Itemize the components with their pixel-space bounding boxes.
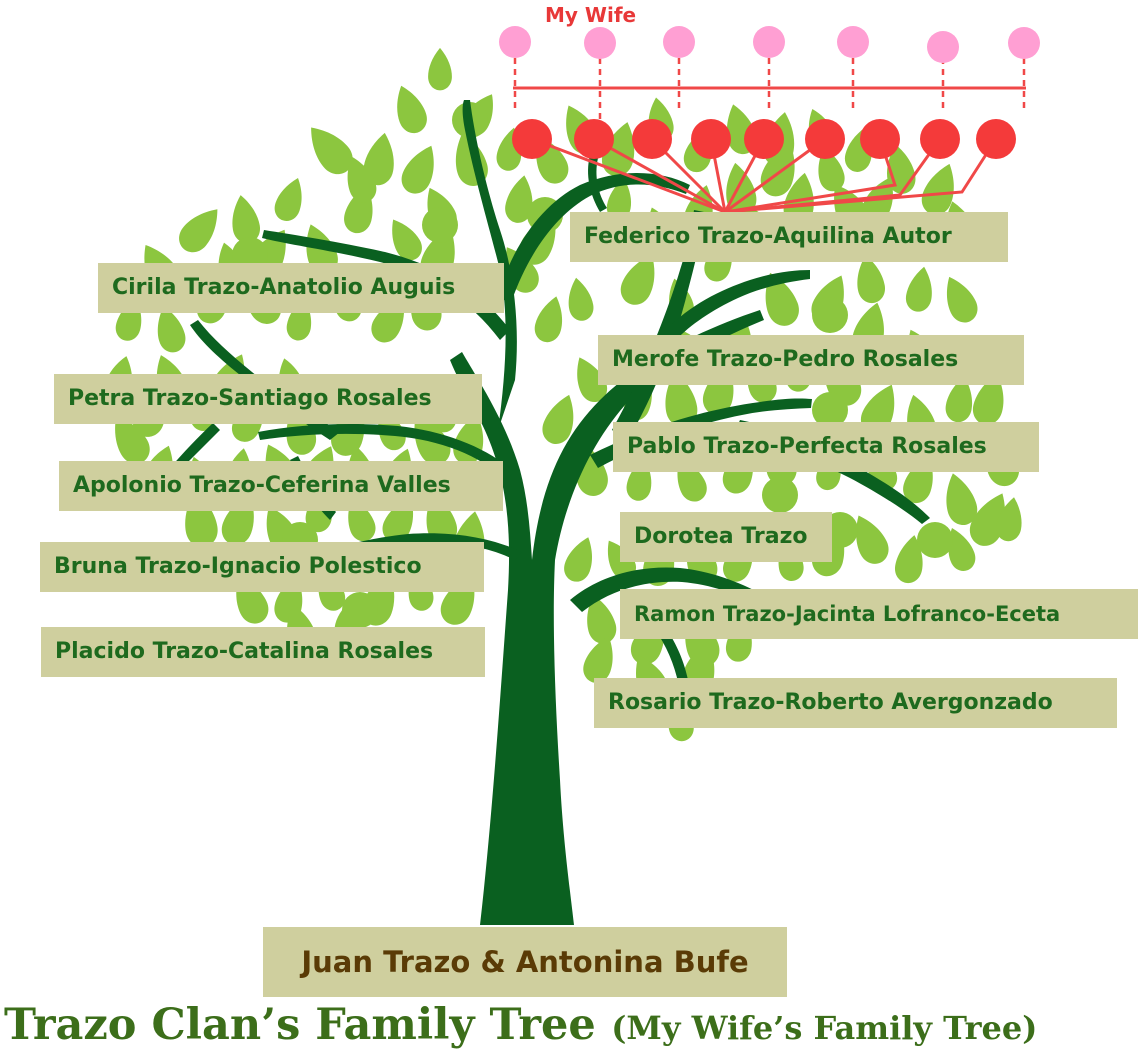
grandchild-nodes <box>512 119 1016 159</box>
child-label-petra: Petra Trazo-Santiago Rosales <box>54 374 482 424</box>
leaf <box>397 85 427 134</box>
page-title: Trazo Clan’s Family Tree (My Wife’s Fami… <box>4 996 1138 1054</box>
in-law-nodes <box>499 26 1040 63</box>
leaf <box>948 528 976 571</box>
branch <box>258 424 514 480</box>
child-label-federico: Federico Trazo-Aquilina Autor <box>570 212 1008 262</box>
branch <box>302 533 522 568</box>
child-label-cirila: Cirila Trazo-Anatolio Auguis <box>98 263 504 313</box>
leaf <box>946 276 978 323</box>
branch <box>590 398 812 468</box>
grandchild-node <box>744 119 784 159</box>
grandchild-node <box>574 119 614 159</box>
leaf <box>311 127 353 175</box>
leaf <box>894 535 923 584</box>
leaf <box>363 132 394 186</box>
leaf <box>665 371 698 427</box>
apple <box>812 392 848 428</box>
leaf <box>765 272 799 326</box>
leaf <box>505 175 533 223</box>
leaf <box>905 266 932 312</box>
leaf <box>602 122 635 177</box>
branch <box>570 567 790 620</box>
trunk <box>450 310 764 925</box>
grandchild-node <box>860 119 900 159</box>
grandchild-node <box>805 119 845 159</box>
grandchild-node <box>691 119 731 159</box>
apple <box>812 297 848 333</box>
leaf <box>392 219 422 261</box>
leaf <box>620 254 655 305</box>
child-label-placido: Placido Trazo-Catalina Rosales <box>41 627 485 677</box>
in-law-node <box>837 26 869 58</box>
leaf <box>996 497 1022 542</box>
apple <box>917 522 953 558</box>
apple <box>762 477 798 513</box>
leaf <box>606 178 632 221</box>
grandchild-node <box>512 119 552 159</box>
leaf <box>857 255 886 304</box>
leaf <box>428 47 452 91</box>
title-subtitle: (My Wife’s Family Tree) <box>611 1009 1038 1047</box>
branch <box>497 172 690 300</box>
in-law-node <box>1008 27 1040 59</box>
leaf <box>347 156 377 203</box>
my-wife-label: My Wife <box>545 3 637 27</box>
child-label-apolonio: Apolonio Trazo-Ceferina Valles <box>59 461 503 511</box>
child-label-pablo: Pablo Trazo-Perfecta Rosales <box>613 422 1039 472</box>
leaf <box>179 209 218 253</box>
branch <box>612 210 704 440</box>
child-label-bruna: Bruna Trazo-Ignacio Polestico <box>40 542 484 592</box>
grandchild-node <box>976 119 1016 159</box>
connector-line <box>724 138 998 214</box>
leaf <box>232 195 261 244</box>
in-law-node <box>663 26 695 58</box>
leaf <box>921 163 954 215</box>
leaf <box>726 162 757 216</box>
root-couple-label: Juan Trazo & Antonina Bufe <box>263 927 787 997</box>
in-law-node <box>753 26 785 58</box>
leaf <box>969 493 1006 546</box>
leaf <box>274 178 302 221</box>
leaf <box>583 636 613 683</box>
leaf <box>564 537 593 582</box>
child-label-rosario: Rosario Trazo-Roberto Avergonzado <box>594 678 1117 728</box>
leaf <box>568 277 594 321</box>
grandchild-node <box>920 119 960 159</box>
child-label-merofe: Merofe Trazo-Pedro Rosales <box>598 335 1024 385</box>
child-label-dorotea: Dorotea Trazo <box>620 512 832 562</box>
leaf <box>577 357 608 403</box>
leaf <box>856 515 889 564</box>
leaf <box>542 394 574 444</box>
branch <box>588 155 607 212</box>
title-main: Trazo Clan’s Family Tree <box>4 1000 596 1050</box>
child-label-ramon: Ramon Trazo-Jacinta Lofranco-Eceta <box>620 589 1138 639</box>
leaf <box>401 145 434 194</box>
leaf <box>157 306 186 353</box>
leaf <box>115 416 150 464</box>
leaf <box>946 473 978 526</box>
apple <box>342 592 378 628</box>
grandchild-node <box>632 119 672 159</box>
leaf <box>534 296 563 343</box>
connector-line <box>531 137 726 214</box>
in-law-node <box>499 26 531 58</box>
leaf <box>972 373 1004 425</box>
branch <box>462 100 517 430</box>
connector-line <box>593 137 726 214</box>
leaf <box>587 594 617 644</box>
in-law-node <box>584 27 616 59</box>
branch <box>666 270 810 340</box>
apple <box>422 207 458 243</box>
connector-line <box>724 137 826 214</box>
leaf <box>945 376 973 423</box>
in-law-node <box>927 31 959 63</box>
